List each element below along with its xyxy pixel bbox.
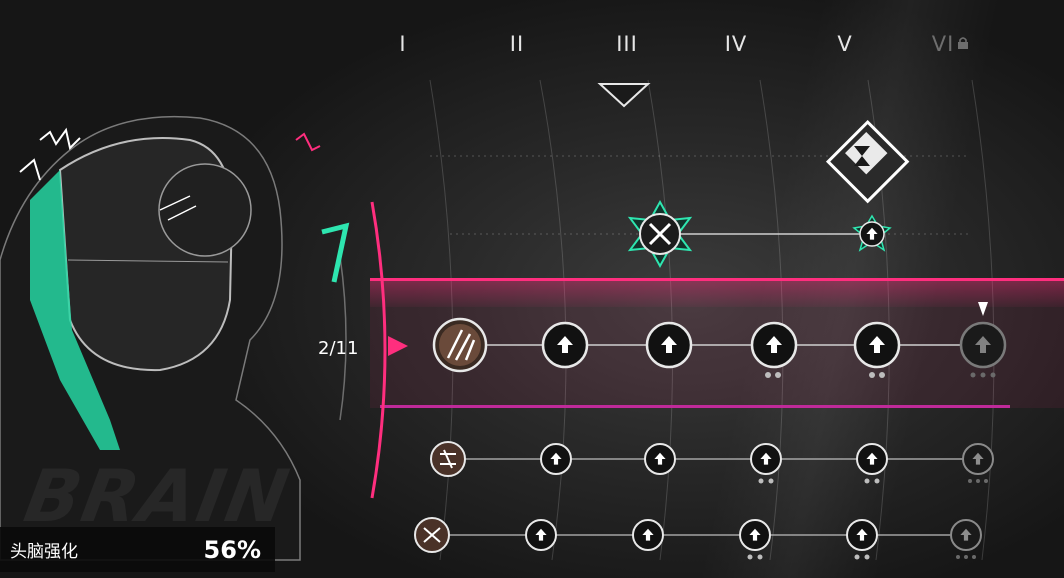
main-skill-node[interactable] — [432, 317, 488, 373]
branch-selector-arc — [370, 201, 387, 499]
branch-pointer-icon — [388, 336, 408, 356]
lock-icon — [958, 37, 968, 49]
column-label-4: IV — [724, 32, 748, 56]
upgrade-node-r2-ii[interactable] — [540, 443, 572, 475]
column-label-2: II — [509, 32, 525, 56]
upgrade-node-row1-v[interactable] — [852, 214, 892, 252]
upgrade-node-r2-vi[interactable] — [962, 443, 994, 483]
upgrade-node-selected-iii[interactable] — [645, 321, 693, 369]
blades-icon — [446, 329, 476, 361]
branch-skill-node-3[interactable] — [414, 517, 450, 553]
band-bottom-edge — [380, 405, 1010, 408]
stat-bar: 头脑强化 56% — [0, 527, 275, 572]
crossed-swords-skill-node[interactable] — [627, 199, 693, 269]
current-target-marker-icon — [978, 302, 988, 316]
branch-skill-node-2[interactable] — [430, 441, 466, 477]
hourglass-icon — [854, 146, 870, 166]
upgrade-node-selected-iv[interactable] — [750, 321, 798, 378]
upgrade-node-selected-vi-locked[interactable] — [959, 302, 1007, 378]
branch-progress-label: 2/11 — [318, 338, 359, 359]
column-label-3: III — [616, 32, 638, 56]
upgrade-node-r2-iv[interactable] — [750, 443, 782, 484]
upgrade-node-r2-v[interactable] — [856, 443, 888, 484]
brain-watermark: BRAIN — [18, 454, 297, 538]
character-portrait — [0, 115, 350, 561]
upgrade-node-r3-vi[interactable] — [950, 519, 982, 559]
upgrade-node-r3-iv[interactable] — [739, 519, 771, 560]
stat-name: 头脑强化 — [10, 542, 78, 562]
stat-value: 56% — [203, 535, 261, 564]
crossed-swords-icon — [648, 222, 672, 246]
column-label-5: V — [837, 32, 853, 56]
column-label-6-locked: VI — [931, 32, 955, 56]
upgrade-node-r3-ii[interactable] — [525, 519, 557, 551]
upgrade-node-r2-iii[interactable] — [644, 443, 676, 475]
upgrade-node-selected-ii[interactable] — [541, 321, 589, 369]
top-partial-node[interactable] — [597, 83, 651, 108]
upgrade-node-selected-v[interactable] — [853, 321, 901, 378]
band-top-edge — [370, 278, 1064, 281]
column-label-1: I — [399, 32, 407, 56]
upgrade-node-r3-v[interactable] — [846, 519, 878, 560]
hourglass-skill-node[interactable] — [825, 119, 910, 204]
butterfly-icon — [423, 527, 441, 543]
sprint-icon — [440, 449, 456, 469]
upgrade-node-r3-iii[interactable] — [632, 519, 664, 551]
